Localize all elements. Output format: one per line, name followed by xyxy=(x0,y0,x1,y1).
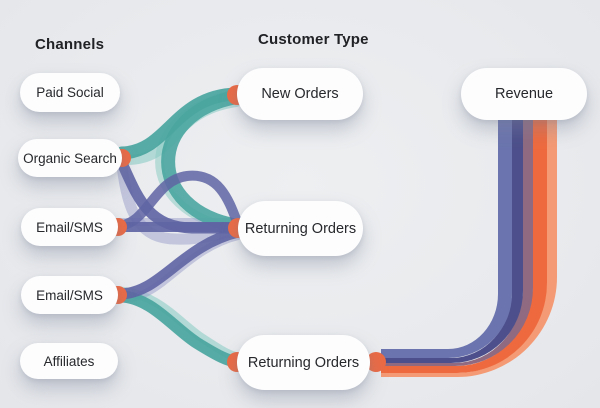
node-label: Affiliates xyxy=(43,353,95,369)
node-returning-orders-2[interactable]: Returning Orders xyxy=(237,335,370,390)
node-label: Organic Search xyxy=(23,150,117,166)
node-label: Returning Orders xyxy=(247,354,360,371)
node-label: Email/SMS xyxy=(36,287,103,303)
node-label: Returning Orders xyxy=(244,220,357,237)
flow-new-to-returning-arc xyxy=(161,90,245,233)
flow-email2-to-returning1 xyxy=(112,226,244,300)
node-label: New Orders xyxy=(261,86,339,102)
node-returning-orders-1[interactable]: Returning Orders xyxy=(238,201,363,256)
flow-email2-to-returning2 xyxy=(112,290,244,368)
node-label: Paid Social xyxy=(36,85,104,100)
node-email-sms-1[interactable]: Email/SMS xyxy=(21,208,118,246)
node-label: Email/SMS xyxy=(36,219,103,235)
node-new-orders[interactable]: New Orders xyxy=(237,68,363,120)
node-label: Revenue xyxy=(494,86,554,102)
channels-heading: Channels xyxy=(35,36,105,53)
flow-email1-rising-strand xyxy=(113,170,244,232)
node-revenue[interactable]: Revenue xyxy=(461,68,587,120)
node-affiliates[interactable]: Affiliates xyxy=(20,343,118,379)
customer-type-heading: Customer Type xyxy=(258,31,369,48)
node-email-sms-2[interactable]: Email/SMS xyxy=(21,276,118,314)
node-organic-search[interactable]: Organic Search xyxy=(18,139,122,177)
node-paid-social[interactable]: Paid Social xyxy=(20,73,120,112)
